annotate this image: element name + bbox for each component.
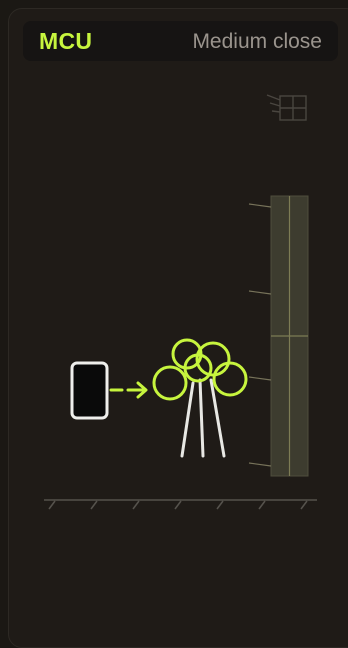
ground-line-icon: [44, 500, 317, 509]
wall-panel-icon: [249, 196, 308, 476]
arrow-right-icon: [111, 383, 146, 397]
camera-phone-icon[interactable]: [72, 363, 107, 418]
tree-subject-icon: [154, 340, 246, 456]
grid-window-icon[interactable]: [267, 95, 306, 120]
shot-diagram: [0, 0, 348, 621]
